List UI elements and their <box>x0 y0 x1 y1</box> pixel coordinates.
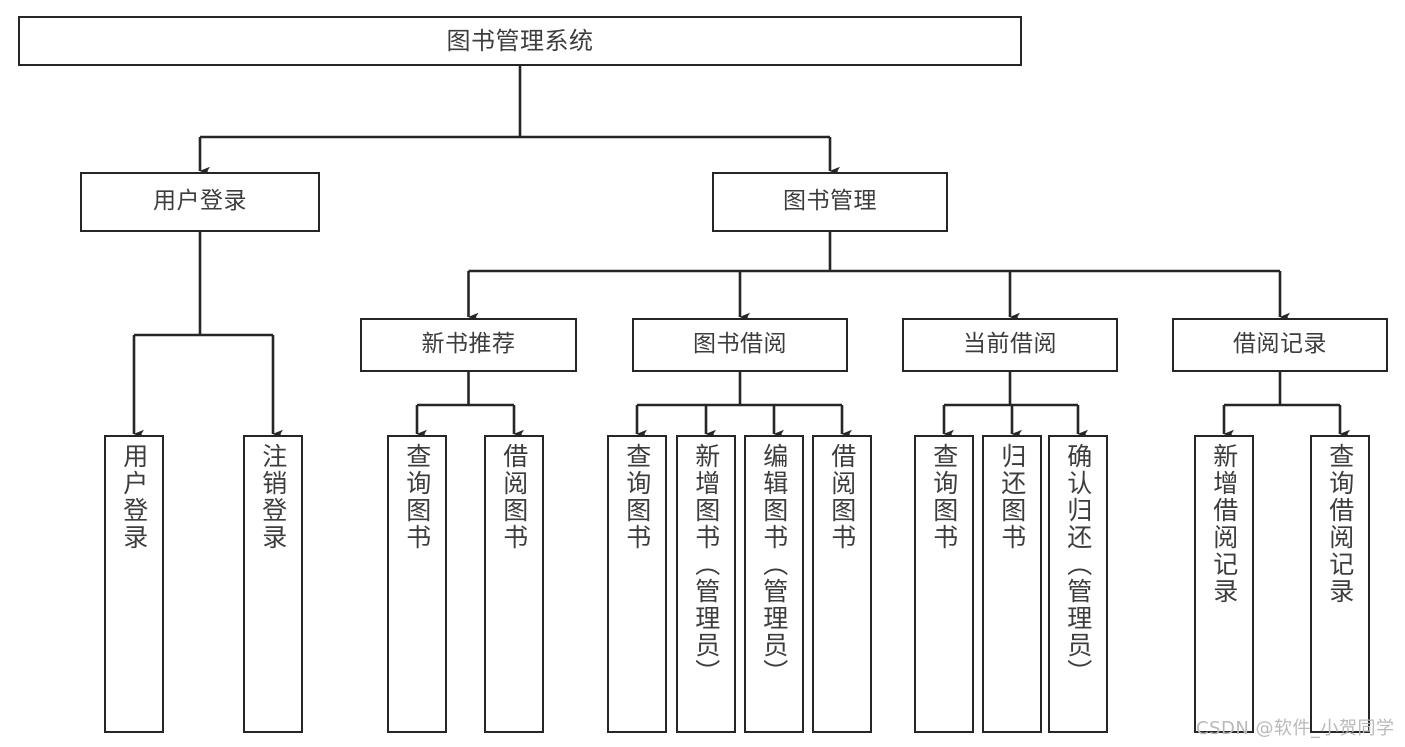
node-label: 借阅图书 <box>827 443 857 551</box>
node-label: 新书推荐 <box>421 331 516 358</box>
node-new-book-rec[interactable]: 新书推荐 <box>360 318 577 372</box>
node-label: 确认归还（管理员） <box>1063 443 1093 686</box>
node-label: 查询借阅记录 <box>1325 443 1355 605</box>
node-label: 图书管理 <box>783 188 877 215</box>
node-label: 当前借阅 <box>963 331 1057 358</box>
node-book-manage[interactable]: 图书管理 <box>712 172 948 232</box>
node-leaf-add-book[interactable]: 新增图书（管理员） <box>676 435 736 733</box>
node-label: 注销登录 <box>258 443 288 551</box>
node-leaf-confirm-ret[interactable]: 确认归还（管理员） <box>1048 435 1108 733</box>
node-label: 用户登录 <box>153 188 247 215</box>
node-label: 新增借阅记录 <box>1209 443 1239 605</box>
node-leaf-logout[interactable]: 注销登录 <box>243 435 303 733</box>
node-leaf-return-book[interactable]: 归还图书 <box>982 435 1042 733</box>
node-label: 借阅图书 <box>499 443 529 551</box>
node-book-borrow[interactable]: 图书借阅 <box>632 318 848 372</box>
node-root[interactable]: 图书管理系统 <box>18 16 1022 66</box>
node-leaf-query-book-1[interactable]: 查询图书 <box>387 435 447 733</box>
node-leaf-query-record[interactable]: 查询借阅记录 <box>1310 435 1370 733</box>
node-label: 编辑图书（管理员） <box>759 443 789 686</box>
node-borrow-record[interactable]: 借阅记录 <box>1172 318 1388 372</box>
node-label: 用户登录 <box>119 443 149 551</box>
node-label: 查询图书 <box>402 443 432 551</box>
node-leaf-edit-book[interactable]: 编辑图书（管理员） <box>744 435 804 733</box>
node-label: 查询图书 <box>622 443 652 551</box>
edge-group <box>132 66 1350 439</box>
node-leaf-borrow-book-1[interactable]: 借阅图书 <box>484 435 544 733</box>
node-leaf-add-record[interactable]: 新增借阅记录 <box>1194 435 1254 733</box>
node-user-login[interactable]: 用户登录 <box>80 172 320 232</box>
node-label: 借阅记录 <box>1233 331 1327 358</box>
node-leaf-query-book-3[interactable]: 查询图书 <box>914 435 974 733</box>
node-label: 图书借阅 <box>693 331 787 358</box>
node-label: 归还图书 <box>997 443 1027 551</box>
node-leaf-user-login[interactable]: 用户登录 <box>104 435 164 733</box>
node-label: 新增图书（管理员） <box>691 443 721 686</box>
node-current-borrow[interactable]: 当前借阅 <box>902 318 1118 372</box>
node-label: 图书管理系统 <box>446 26 594 55</box>
node-leaf-borrow-book-2[interactable]: 借阅图书 <box>812 435 872 733</box>
node-label: 查询图书 <box>929 443 959 551</box>
node-leaf-query-book-2[interactable]: 查询图书 <box>607 435 667 733</box>
